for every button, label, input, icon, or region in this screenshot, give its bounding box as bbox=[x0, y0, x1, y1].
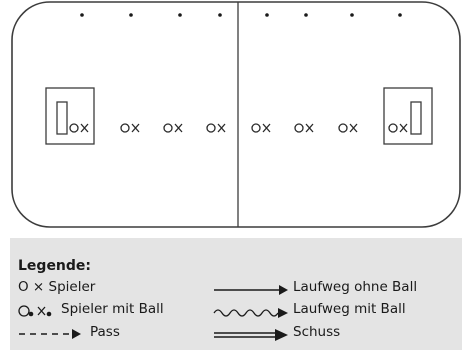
pass-arrow-icon bbox=[19, 329, 81, 339]
legend-player-label: O × Spieler bbox=[18, 279, 96, 295]
run-with-ball-arrow-icon bbox=[213, 308, 288, 318]
legend-pass-label: Pass bbox=[90, 324, 120, 340]
faceoff-dots bbox=[80, 13, 402, 17]
floorball-court-diagram bbox=[11, 1, 461, 228]
legend-player-with-ball-label: Spieler mit Ball bbox=[61, 301, 164, 317]
right-goal-area bbox=[383, 87, 433, 145]
player-pair bbox=[338, 123, 358, 133]
legend-title: Legende: bbox=[18, 258, 92, 274]
legend-shot-label: Schuss bbox=[293, 324, 341, 340]
legend-panel bbox=[10, 238, 462, 350]
dot bbox=[350, 13, 354, 17]
left-goal-area bbox=[45, 87, 95, 145]
dot bbox=[398, 13, 402, 17]
dot bbox=[304, 13, 308, 17]
dot bbox=[178, 13, 182, 17]
dot bbox=[129, 13, 133, 17]
dot bbox=[265, 13, 269, 17]
player-pair bbox=[251, 123, 271, 133]
player-pair bbox=[120, 123, 140, 133]
run-without-ball-arrow-icon bbox=[214, 285, 288, 295]
player-pair bbox=[388, 123, 408, 133]
legend-run-with-ball-label: Laufweg mit Ball bbox=[293, 301, 406, 317]
dot bbox=[218, 13, 222, 17]
player-pair bbox=[69, 123, 89, 133]
player-pair bbox=[163, 123, 183, 133]
shot-arrow-icon bbox=[214, 329, 288, 341]
rink-boards bbox=[11, 1, 461, 228]
players bbox=[69, 123, 408, 133]
player-with-ball-icon bbox=[18, 305, 52, 317]
player-pair bbox=[294, 123, 314, 133]
left-goal bbox=[56, 101, 68, 135]
dot bbox=[80, 13, 84, 17]
right-goal bbox=[410, 101, 422, 135]
legend-run-without-ball-label: Laufweg ohne Ball bbox=[293, 279, 418, 295]
player-pair bbox=[206, 123, 226, 133]
